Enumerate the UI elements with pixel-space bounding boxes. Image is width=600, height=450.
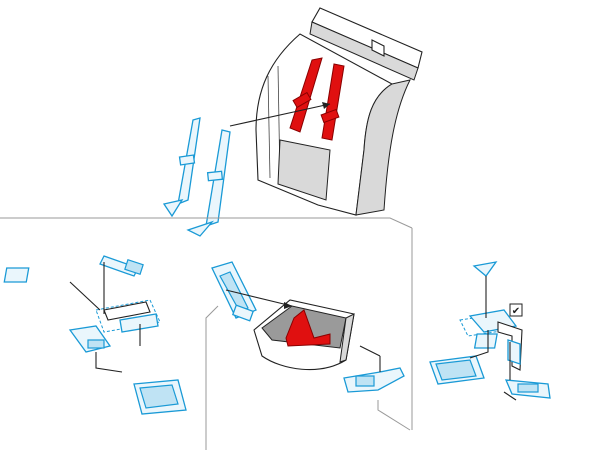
leader-line-harness [229,103,331,127]
divider-top [0,217,413,229]
divider-middle-right [377,400,411,431]
leader-left-3 [95,352,123,373]
leader-middle-arrow-1 [284,302,292,309]
seat-cushion-recess [277,139,331,201]
seat-tab-right [371,39,385,57]
left-part-frame [95,299,161,333]
right-part-base-plate-inner [435,359,477,381]
middle-part-arm-end [231,304,255,322]
leader-right-2 [469,330,489,359]
seat-bucket-side [339,313,355,363]
leader-arrowhead-harness [322,102,330,109]
leader-left-2 [69,281,101,311]
seat-bucket-belts [285,309,331,347]
check-box [509,303,523,317]
right-subassembly: ✔ [429,261,551,401]
left-part-bracket-clip [119,313,159,333]
right-part-small-plate [473,333,498,349]
pe-belt-left-tip [162,199,184,218]
pe-belt-right-tip [186,220,215,237]
photoetch-belts [162,117,231,237]
middle-subassembly [211,261,405,393]
right-part-bracket-blue [507,339,521,365]
pe-belt-left-buckle [178,154,196,166]
leader-right-4 [503,391,517,401]
leader-middle-1 [225,289,293,307]
seat-back-side [355,79,411,216]
seat-back-assembly [229,7,423,216]
middle-part-seat-pan-pad [355,375,375,387]
harness-buckle-right [320,108,340,124]
left-bracket-top [103,301,151,321]
left-part-buckle [124,259,144,275]
leader-middle-2 [359,345,381,357]
pe-belt-right-buckle [206,170,224,182]
left-part-base-plate-inner [139,384,179,409]
divider-middle-left [205,305,219,450]
right-part-lever-pad [517,383,539,393]
check-icon: ✔ [512,306,520,317]
left-subassembly [3,255,187,415]
left-part-small-plate [3,267,30,283]
right-part-small-wedge [472,261,498,277]
left-part-lever-pad [87,339,105,349]
panel-dividers [0,217,413,450]
seat-panel-crease-1 [267,75,271,179]
harness-buckle-left [292,91,312,109]
